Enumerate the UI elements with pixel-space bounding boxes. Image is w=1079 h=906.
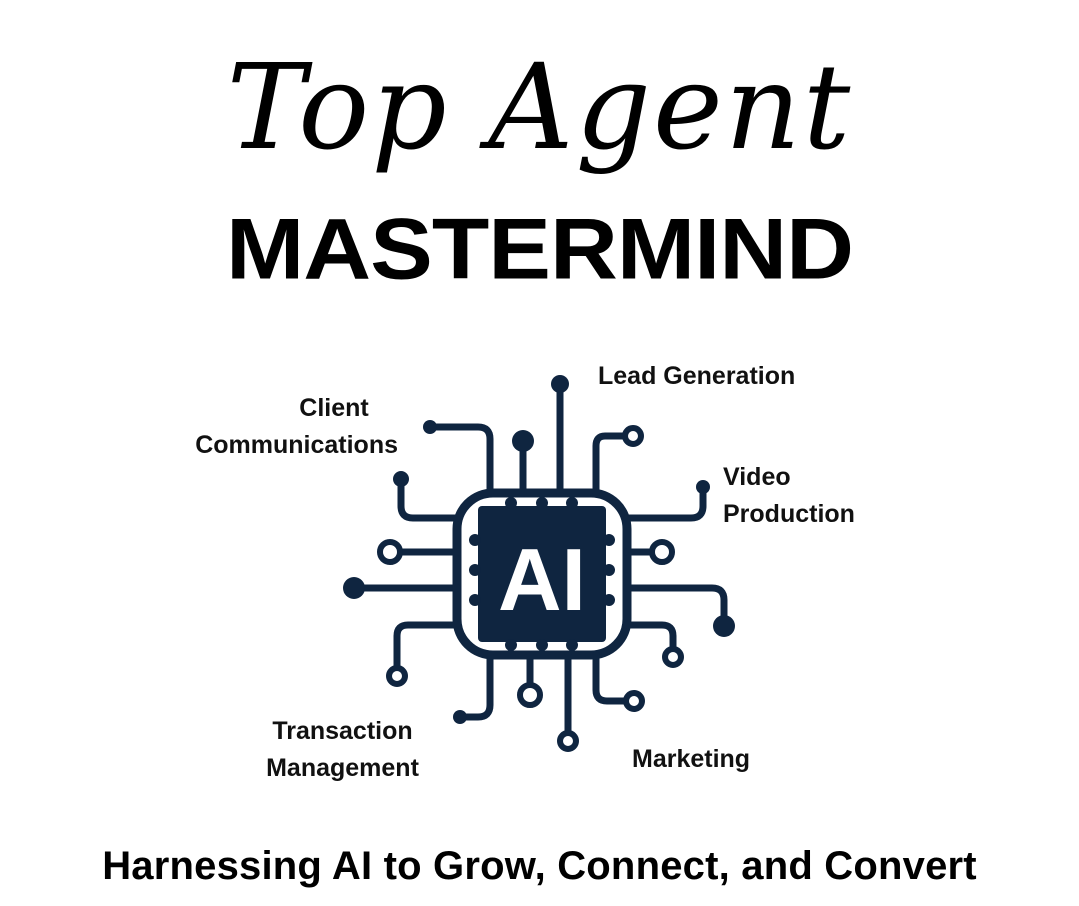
chip-label: AI — [498, 530, 586, 629]
label-lead-generation: Lead Generation — [598, 358, 795, 395]
script-title: Top Agent — [226, 38, 853, 176]
client-communications-line1: Client — [299, 394, 369, 422]
label-video-production: Video Production — [723, 459, 855, 533]
label-client-communications: Client Communications — [150, 390, 398, 464]
label-marketing: Marketing — [632, 741, 750, 778]
tagline: Harnessing AI to Grow, Connect, and Conv… — [102, 844, 977, 888]
video-production-line1: Video — [723, 463, 791, 491]
marketing-text: Marketing — [632, 745, 751, 773]
label-transaction-management: Transaction Management — [240, 713, 445, 787]
mastermind-title: MASTERMIND — [225, 200, 854, 297]
transaction-management-line2: Management — [266, 754, 419, 782]
client-communications-line2: Communications — [195, 431, 398, 459]
lead-generation-text: Lead Generation — [598, 362, 796, 390]
video-production-line2: Production — [723, 500, 855, 528]
transaction-management-line1: Transaction — [272, 717, 413, 745]
